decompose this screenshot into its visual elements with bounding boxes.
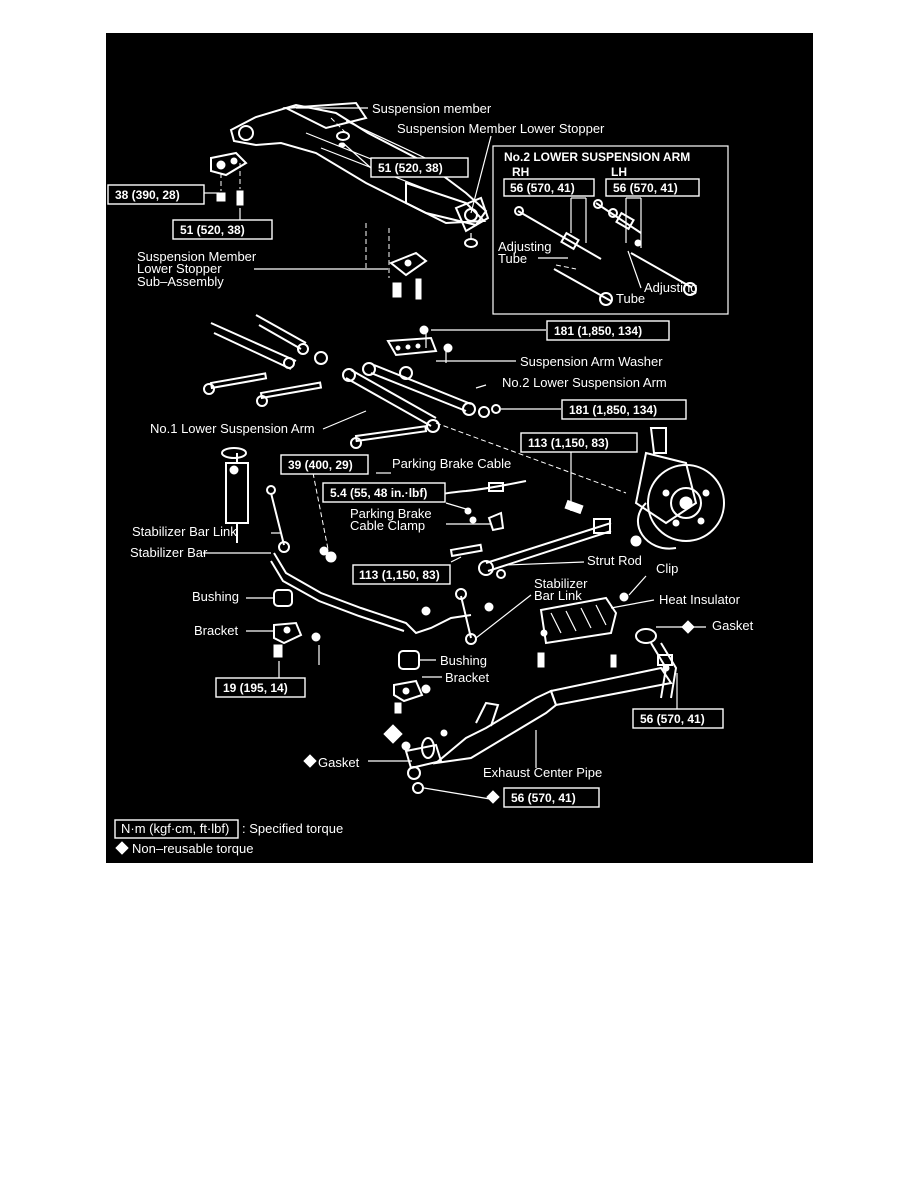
inset-adjusting-tube-left-2: Tube <box>498 251 527 266</box>
inset-adjusting-tube-left-1: Adjusting <box>498 239 551 254</box>
label-stopper-sub-assembly-3: Sub–Assembly <box>137 274 224 289</box>
label-stabilizer-bar-link-right-1: Stabilizer <box>534 576 588 591</box>
rear-axle-hub-part <box>634 427 725 550</box>
bushing-bracket-left-part <box>273 589 321 665</box>
diamond-icon <box>383 724 403 744</box>
label-stabilizer-bar: Stabilizer Bar <box>130 545 208 560</box>
torque-38: 38 (390, 28) <box>115 188 180 202</box>
label-exhaust-center-pipe: Exhaust Center Pipe <box>483 765 602 780</box>
torque-181-mid: 181 (1,850, 134) <box>569 403 657 417</box>
label-gasket-right: Gasket <box>712 618 754 633</box>
label-strut-rod: Strut Rod <box>587 553 642 568</box>
stabilizer-bar-link-left-part <box>266 485 290 553</box>
label-no2-lower-suspension-arm: No.2 Lower Suspension Arm <box>502 375 667 390</box>
torque-113-right: 113 (1,150, 83) <box>528 436 609 450</box>
label-heat-insulator: Heat Insulator <box>659 592 741 607</box>
suspension-exploded-diagram: No.2 LOWER SUSPENSION ARM RH LH 56 (570,… <box>106 33 813 863</box>
torque-56-exhaust-right: 56 (570, 41) <box>640 712 705 726</box>
label-bushing-center: Bushing <box>440 653 487 668</box>
label-bushing-left: Bushing <box>192 589 239 604</box>
label-suspension-arm-washer: Suspension Arm Washer <box>520 354 663 369</box>
label-parking-brake-cable-clamp-1: Parking Brake <box>350 506 432 521</box>
diamond-icon <box>115 841 129 855</box>
legend-unit-desc: : Specified torque <box>242 821 343 836</box>
inset-lh-label: LH <box>611 165 627 179</box>
inset-rh-label: RH <box>512 165 529 179</box>
non-reusable-markers <box>303 620 695 804</box>
legend-diamond-desc: Non–reusable torque <box>132 841 253 856</box>
torque-113-strut: 113 (1,150, 83) <box>359 568 440 582</box>
torque-181-top: 181 (1,850, 134) <box>554 324 642 338</box>
label-clip: Clip <box>656 561 678 576</box>
label-parking-brake-cable: Parking Brake Cable <box>392 456 511 471</box>
label-suspension-member-lower-stopper: Suspension Member Lower Stopper <box>397 121 605 136</box>
label-no1-lower-suspension-arm: No.1 Lower Suspension Arm <box>150 421 315 436</box>
inset-no2-lower-arm: No.2 LOWER SUSPENSION ARM RH LH 56 (570,… <box>492 145 729 315</box>
stabilizer-bar-part <box>270 472 472 635</box>
lower-stopper-sub-assembly-part <box>365 223 428 300</box>
diamond-icon <box>681 620 695 634</box>
torque-boxes: 51 (520, 38) 38 (390, 28) 51 (520, 38) 1… <box>107 157 724 808</box>
torque-51-left: 51 (520, 38) <box>180 223 245 237</box>
torque-19: 19 (195, 14) <box>223 681 288 695</box>
label-stopper-sub-assembly-1: Suspension Member <box>137 249 257 264</box>
torque-56-gasket-bottom: 56 (570, 41) <box>511 791 576 805</box>
inset-adjusting-tube-right-2: Tube <box>616 291 645 306</box>
part-labels: Suspension member Suspension Member Lowe… <box>130 101 754 780</box>
torque-51-top: 51 (520, 38) <box>378 161 443 175</box>
stabilizer-bar-link-right-part <box>421 588 494 645</box>
label-suspension-member: Suspension member <box>372 101 492 116</box>
label-stabilizer-bar-link-right-2: Bar Link <box>534 588 582 603</box>
label-stabilizer-bar-link-left: Stabilizer Bar Link <box>132 524 237 539</box>
torque-39: 39 (400, 29) <box>288 458 353 472</box>
inset-torque-lh: 56 (570, 41) <box>613 181 678 195</box>
label-gasket-left: Gasket <box>318 755 360 770</box>
exhaust-center-pipe-part <box>401 592 678 794</box>
diamond-icon <box>486 790 500 804</box>
inset-title: No.2 LOWER SUSPENSION ARM <box>504 150 690 164</box>
diamond-icon <box>303 754 317 768</box>
inset-torque-rh: 56 (570, 41) <box>510 181 575 195</box>
inset-adjusting-tube-right-1: Adjusting <box>644 280 697 295</box>
label-bracket-center: Bracket <box>445 670 489 685</box>
front-mount-bracket-part <box>210 151 248 206</box>
label-bracket-left: Bracket <box>194 623 238 638</box>
torque-5-4: 5.4 (55, 48 in.·lbf) <box>330 486 427 500</box>
legend: N·m (kgf·cm, ft·lbf) : Specified torque … <box>114 819 343 856</box>
diagram-svg: No.2 LOWER SUSPENSION ARM RH LH 56 (570,… <box>107 101 754 856</box>
legend-unit-box: N·m (kgf·cm, ft·lbf) <box>121 821 229 836</box>
label-parking-brake-cable-clamp-2: Cable Clamp <box>350 518 425 533</box>
label-stopper-sub-assembly-2: Lower Stopper <box>137 261 222 276</box>
shock-absorber-part <box>221 447 249 543</box>
